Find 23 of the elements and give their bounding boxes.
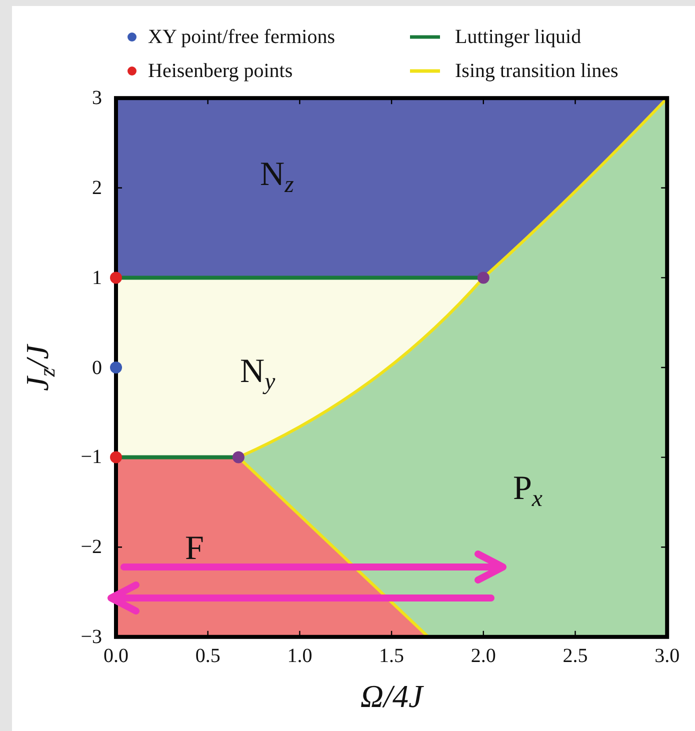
- tick-label: −1: [80, 447, 102, 468]
- tick-label: −3: [80, 626, 102, 647]
- phase-label: F: [185, 532, 204, 566]
- phase-label: N$_{z}$: [260, 158, 294, 198]
- legend-label: XY point/free fermions: [148, 27, 335, 47]
- legend-label: Ising transition lines: [455, 61, 618, 81]
- legend-label: Heisenberg points: [148, 61, 293, 81]
- tick-label: 2: [92, 178, 102, 198]
- tick-label: 0.5: [195, 646, 220, 666]
- tick-label: 1.0: [287, 646, 312, 666]
- tick-label: −2: [80, 537, 102, 558]
- axis-title: Ω/4J: [360, 680, 423, 712]
- tick-label: 2.0: [470, 646, 496, 666]
- tick-label: 3: [92, 88, 102, 108]
- phase-label: P$_{x}$: [513, 472, 542, 512]
- tick-label: 1: [92, 268, 102, 288]
- tick-label: 3.0: [654, 646, 680, 666]
- tick-label: 0.0: [104, 646, 128, 666]
- phase-label: N$_{y}$: [240, 355, 276, 395]
- tick-label: 2.5: [562, 646, 588, 666]
- tick-label: 0: [92, 358, 102, 378]
- legend-label: Luttinger liquid: [455, 27, 582, 47]
- tick-label: 1.5: [379, 646, 404, 666]
